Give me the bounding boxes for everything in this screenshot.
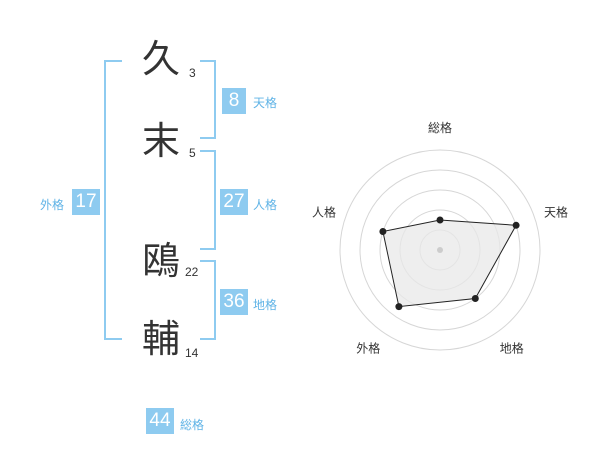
radar-grid-ring-4 bbox=[359, 169, 521, 331]
tenkaku-label: 天格 bbox=[253, 96, 278, 110]
jinkaku-value-badge: 27 bbox=[220, 189, 248, 215]
stroke-count-4: 14 bbox=[185, 346, 199, 360]
gaikaku-bracket bbox=[104, 60, 122, 340]
chikaku-label: 地格 bbox=[253, 298, 278, 312]
radar-point-1 bbox=[436, 216, 444, 224]
name-char-1: 久 bbox=[142, 37, 181, 81]
radar-grid-ring-5 bbox=[339, 149, 541, 351]
radar-point-4 bbox=[395, 303, 403, 311]
name-char-2: 末 bbox=[142, 119, 181, 163]
chikaku-bracket bbox=[200, 260, 216, 340]
radar-axis-label-3: 地格 bbox=[500, 341, 524, 356]
radar-point-3 bbox=[471, 295, 479, 302]
gaikaku-value-badge: 17 bbox=[72, 189, 100, 215]
stroke-count-3: 22 bbox=[185, 265, 199, 279]
radar-point-2 bbox=[512, 221, 520, 229]
gaikaku-label: 外格 bbox=[40, 198, 65, 212]
radar-axis-label-4: 外格 bbox=[356, 341, 380, 356]
radar-axis-label-2: 天格 bbox=[544, 204, 568, 219]
tenkaku-value-badge: 8 bbox=[222, 88, 246, 114]
radar-data-area bbox=[382, 219, 517, 308]
jinkaku-bracket bbox=[200, 150, 216, 250]
radar-axis-label-1: 総格 bbox=[428, 120, 452, 135]
radar-point-5 bbox=[379, 228, 387, 235]
name-char-4: 輔 bbox=[142, 317, 181, 361]
stroke-count-1: 3 bbox=[189, 66, 196, 80]
radar-center-point bbox=[437, 247, 443, 253]
radar-axis-label-5: 人格 bbox=[312, 204, 336, 219]
soukaku-value-badge: 44 bbox=[146, 408, 174, 434]
chikaku-value-badge: 36 bbox=[220, 289, 248, 315]
tenkaku-bracket bbox=[200, 60, 216, 139]
soukaku-label: 総格 bbox=[180, 418, 205, 432]
name-char-3: 鴎 bbox=[142, 239, 181, 283]
jinkaku-label: 人格 bbox=[253, 198, 278, 212]
stroke-count-2: 5 bbox=[189, 146, 196, 160]
